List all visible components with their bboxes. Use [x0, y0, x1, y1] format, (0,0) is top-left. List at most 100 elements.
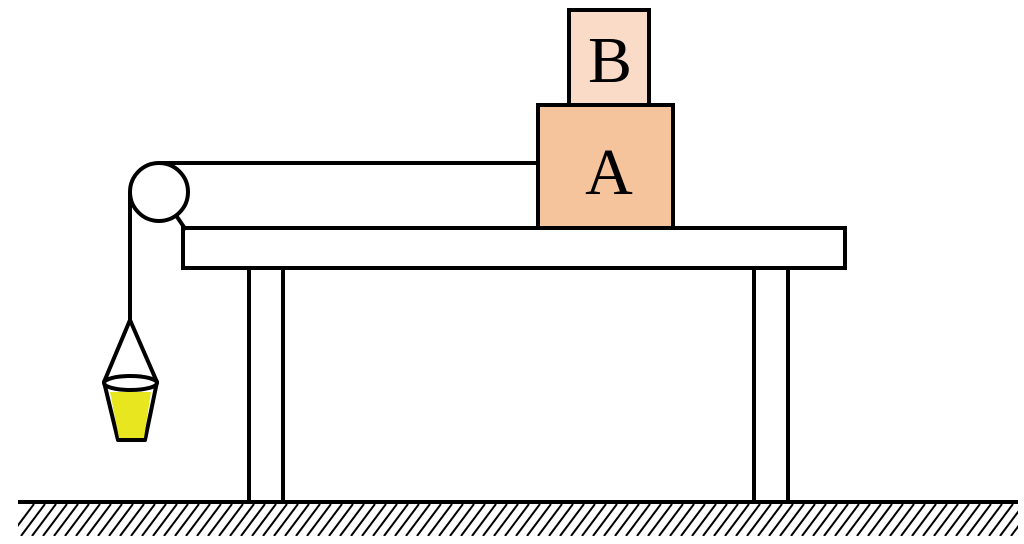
hatch-line — [856, 503, 882, 536]
hatch-line — [427, 503, 453, 536]
bucket-handle — [102, 318, 159, 383]
hatch-line — [757, 503, 783, 536]
hatch-line — [306, 503, 332, 536]
hatch-line — [614, 503, 640, 536]
block-b-body — [567, 8, 651, 107]
hatch-line — [405, 503, 431, 536]
hatch-line — [988, 503, 1014, 536]
hatch-line — [966, 503, 992, 536]
hatch-line — [823, 503, 849, 536]
hatch-line — [53, 503, 79, 536]
hatch-line — [394, 503, 420, 536]
hatch-line — [416, 503, 442, 536]
table-leg-left — [247, 266, 285, 504]
hatch-line — [691, 503, 717, 536]
hatch-line — [152, 503, 178, 536]
hatch-line — [295, 503, 321, 536]
hatch-line — [339, 503, 365, 536]
hatch-line — [273, 503, 299, 536]
hatch-line — [438, 503, 464, 536]
hatch-line — [724, 503, 750, 536]
hatch-line — [350, 503, 376, 536]
hatch-line — [97, 503, 123, 536]
block-b: B — [567, 8, 651, 107]
hatch-line — [460, 503, 486, 536]
hatch-line — [702, 503, 728, 536]
table-legs — [247, 266, 790, 504]
hatch-line — [163, 503, 189, 536]
hatch-line — [75, 503, 101, 536]
hatch-line — [64, 503, 90, 536]
hatch-line — [240, 503, 266, 536]
hatch-line — [878, 503, 904, 536]
bucket-icon — [102, 318, 159, 442]
hatch-line — [196, 503, 222, 536]
hatch-line — [647, 503, 673, 536]
hatch-line — [218, 503, 244, 536]
hatch-line — [669, 503, 695, 536]
hatch-line — [108, 503, 134, 536]
bucket-rim — [102, 374, 159, 392]
hatch-line — [999, 510, 1018, 536]
hatch-line — [592, 503, 618, 536]
hatch-line — [581, 503, 607, 536]
bucket-liquid — [110, 392, 151, 438]
hatch-line — [130, 503, 156, 536]
hatch-line — [18, 503, 35, 527]
hatch-line — [625, 503, 651, 536]
hatch-line — [911, 503, 937, 536]
hatch-line — [790, 503, 816, 536]
hatch-line — [889, 503, 915, 536]
hatch-line — [559, 503, 585, 536]
hatch-line — [867, 503, 893, 536]
hatch-line — [284, 503, 310, 536]
hatch-line — [713, 503, 739, 536]
pulley-icon — [128, 161, 190, 223]
block-a-label: A — [585, 136, 633, 209]
hatch-line — [570, 503, 596, 536]
hatch-line — [658, 503, 684, 536]
hatch-line — [86, 503, 112, 536]
hatch-line — [207, 503, 233, 536]
hatch-line — [119, 503, 145, 536]
hatch-line — [383, 503, 409, 536]
ground — [18, 500, 1018, 536]
hatch-line — [977, 503, 1003, 536]
block-a-body — [536, 103, 675, 230]
hatch-line — [504, 503, 530, 536]
hatch-line — [603, 503, 629, 536]
hatch-line — [944, 503, 970, 536]
table-top — [181, 226, 847, 270]
hatch-line — [746, 503, 772, 536]
hatch-line — [812, 503, 838, 536]
hatch-line — [900, 503, 926, 536]
hatch-line — [262, 503, 288, 536]
hatch-line — [42, 503, 68, 536]
hatch-line — [229, 503, 255, 536]
block-a: A — [536, 103, 675, 230]
hatch-line — [493, 503, 519, 536]
hatch-line — [801, 503, 827, 536]
hatch-line — [548, 503, 574, 536]
hatch-line — [779, 503, 805, 536]
hatch-line — [537, 503, 563, 536]
ground-hatching — [18, 503, 1018, 536]
hatch-line — [526, 503, 552, 536]
hatch-line — [680, 503, 706, 536]
hatch-line — [317, 503, 343, 536]
hatch-line — [20, 503, 46, 536]
hatch-line — [185, 503, 211, 536]
hatch-line — [845, 503, 871, 536]
block-b-label: B — [588, 24, 632, 97]
hatch-line — [141, 503, 167, 536]
table-leg-right — [752, 266, 790, 504]
hatch-line — [768, 503, 794, 536]
hatch-line — [31, 503, 57, 536]
hatch-line — [328, 503, 354, 536]
hatch-line — [922, 503, 948, 536]
hatch-line — [955, 503, 981, 536]
hatch-line — [482, 503, 508, 536]
hatch-line — [515, 503, 541, 536]
hatch-line — [735, 503, 761, 536]
